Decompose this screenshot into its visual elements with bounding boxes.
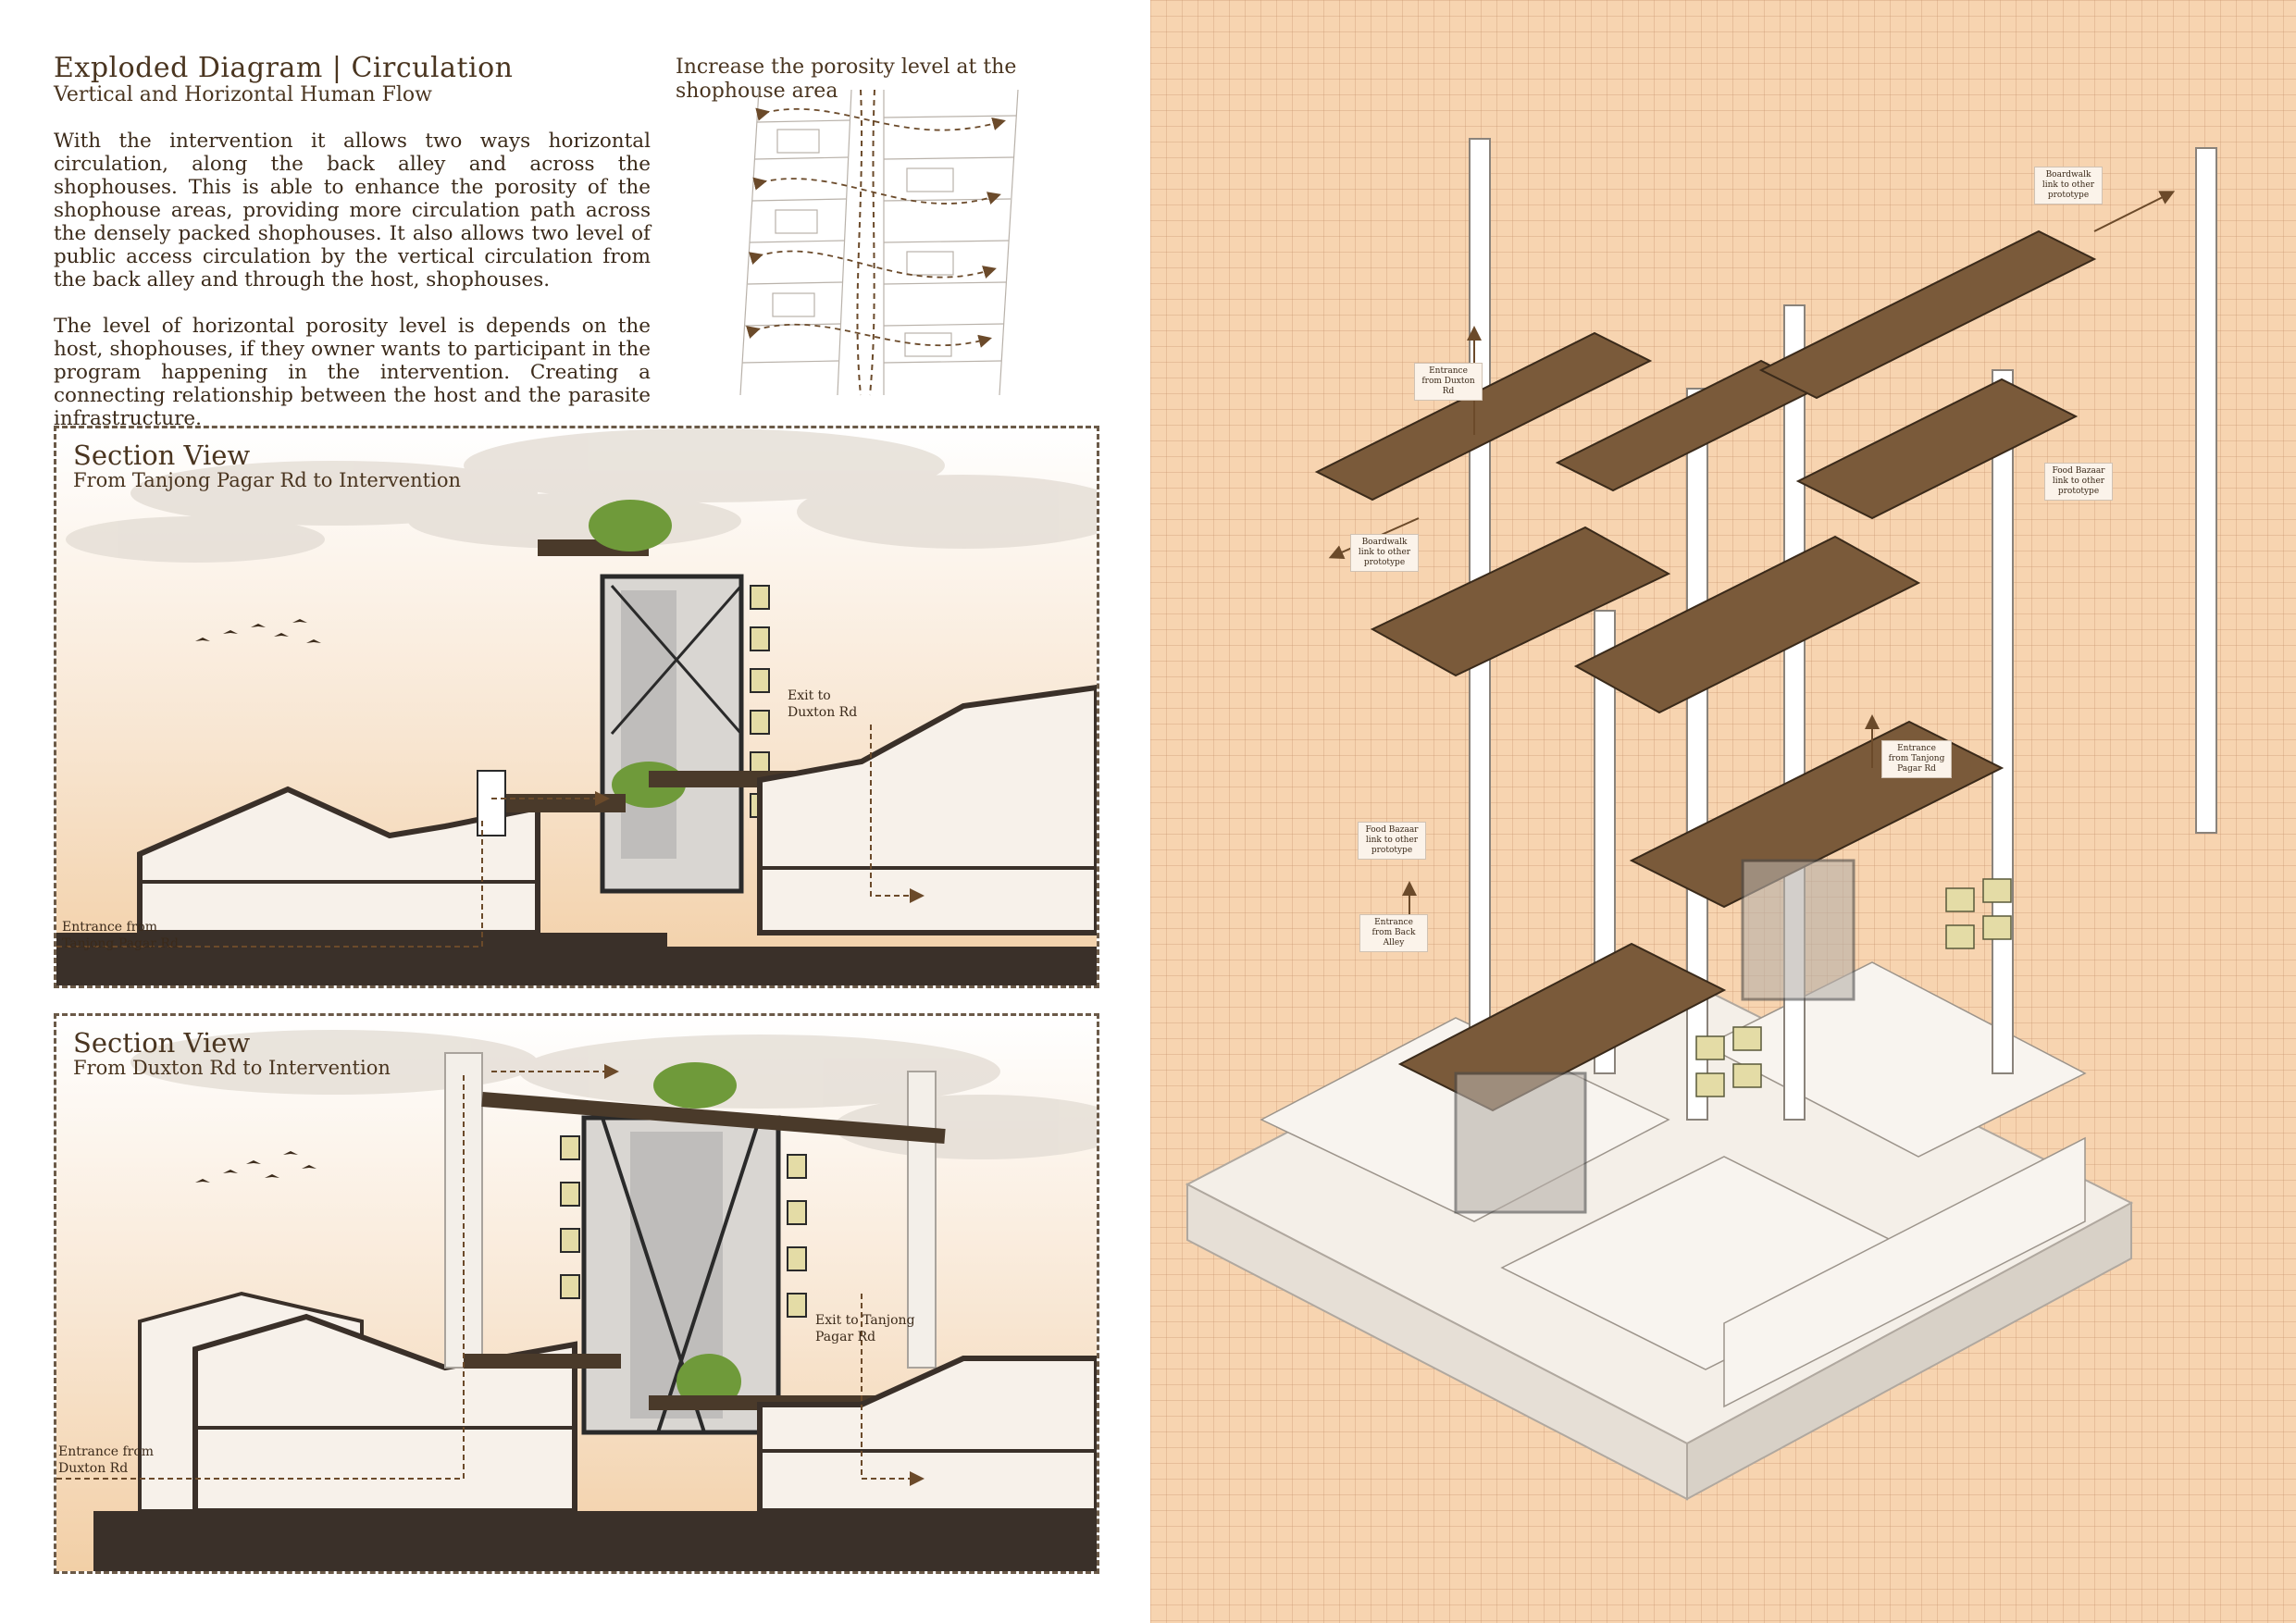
section-1-exit-label: Exit to Duxton Rd <box>788 688 858 720</box>
birds <box>195 619 321 643</box>
section-2-exit-label: Exit to Tanjong Pagar Rd <box>815 1313 915 1344</box>
section-2-entrance-label: Entrance from Duxton Rd <box>58 1444 155 1476</box>
description-paragraph-2: The level of horizontal porosity level i… <box>54 315 651 430</box>
description-paragraph-1: With the intervention it allows two ways… <box>54 130 651 291</box>
label-food-bazaar-right: Food Bazaar link to other prototype <box>2044 463 2113 501</box>
label-entrance-back-alley: Entrance from Back Alley <box>1359 914 1428 952</box>
section-1-subtitle: From Tanjong Pagar Rd to Intervention <box>73 469 461 491</box>
label-boardwalk-left: Boardwalk link to other prototype <box>1350 534 1419 572</box>
page-title: Exploded Diagram | Circulation <box>54 52 514 84</box>
porosity-plan-diagram <box>739 89 1019 396</box>
section-view-tanjong-pagar: Section View From Tanjong Pagar Rd to In… <box>54 426 1099 988</box>
section-drawing-1 <box>56 428 1097 985</box>
section-1-title: Section View <box>73 440 251 471</box>
porosity-caption: Increase the porosity level at the shoph… <box>676 56 1017 103</box>
birds <box>195 1151 316 1183</box>
label-entrance-duxton: Entrance from Duxton Rd <box>1414 363 1483 401</box>
label-boardwalk-top-right: Boardwalk link to other prototype <box>2034 167 2103 204</box>
section-1-entrance-label: Entrance from Tanjong Pagar Rd <box>62 920 179 951</box>
section-2-subtitle: From Duxton Rd to Intervention <box>73 1057 391 1079</box>
section-view-duxton: Section View From Duxton Rd to Intervent… <box>54 1013 1099 1574</box>
axonometric-panel: Boardwalk link to other prototype Entran… <box>1150 0 2296 1623</box>
label-food-bazaar-left: Food Bazaar link to other prototype <box>1358 822 1426 860</box>
section-2-title: Section View <box>73 1027 251 1059</box>
page-subtitle: Vertical and Horizontal Human Flow <box>54 83 432 106</box>
exploded-axonometric-drawing <box>1185 138 2217 1501</box>
section-drawing-2 <box>56 1016 1097 1571</box>
label-entrance-tanjong: Entrance from Tanjong Pagar Rd <box>1881 740 1952 778</box>
